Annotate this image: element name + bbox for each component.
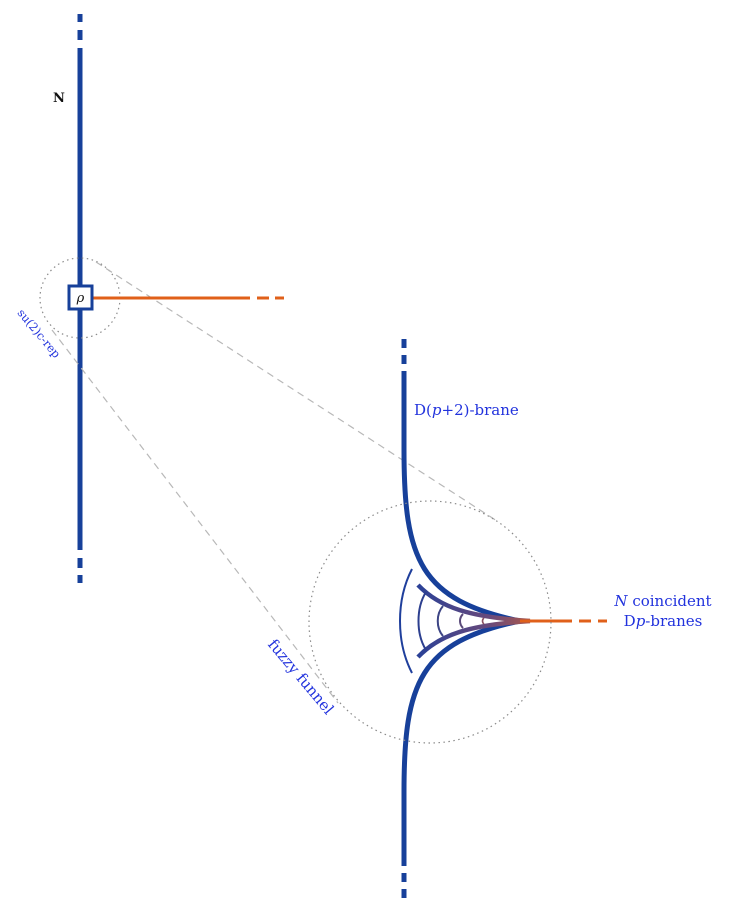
rho-label: ρ xyxy=(76,291,85,306)
dp-branes-label: Dp-branes xyxy=(624,612,703,630)
su2-rep-label: su(2)c-rep xyxy=(15,306,64,361)
fuzzy-funnel-label: fuzzy funnel xyxy=(264,636,337,719)
funnel-arc-2 xyxy=(417,591,427,651)
funnel-arc-3 xyxy=(436,605,444,637)
zoom-guide-line-upper xyxy=(95,261,498,522)
right-brane xyxy=(401,339,521,898)
d-brane-label: D(p+2)-brane xyxy=(414,401,519,419)
right-brane-upper-funnel xyxy=(401,371,521,624)
funnel-gradient-upper xyxy=(416,583,531,624)
funnel-zoom-circle xyxy=(308,500,552,744)
funnel-gradient-lower xyxy=(416,618,531,659)
right-brane-lower-funnel xyxy=(401,618,521,866)
funnel-arc-1 xyxy=(399,568,413,674)
funnel-arc-4 xyxy=(459,613,464,629)
n-label: N xyxy=(53,91,65,106)
rho-node xyxy=(67,284,94,311)
funnel-arc-5 xyxy=(481,617,485,625)
n-coincident-label: N coincident xyxy=(613,592,711,610)
zoom-guide-line-lower xyxy=(51,329,339,704)
